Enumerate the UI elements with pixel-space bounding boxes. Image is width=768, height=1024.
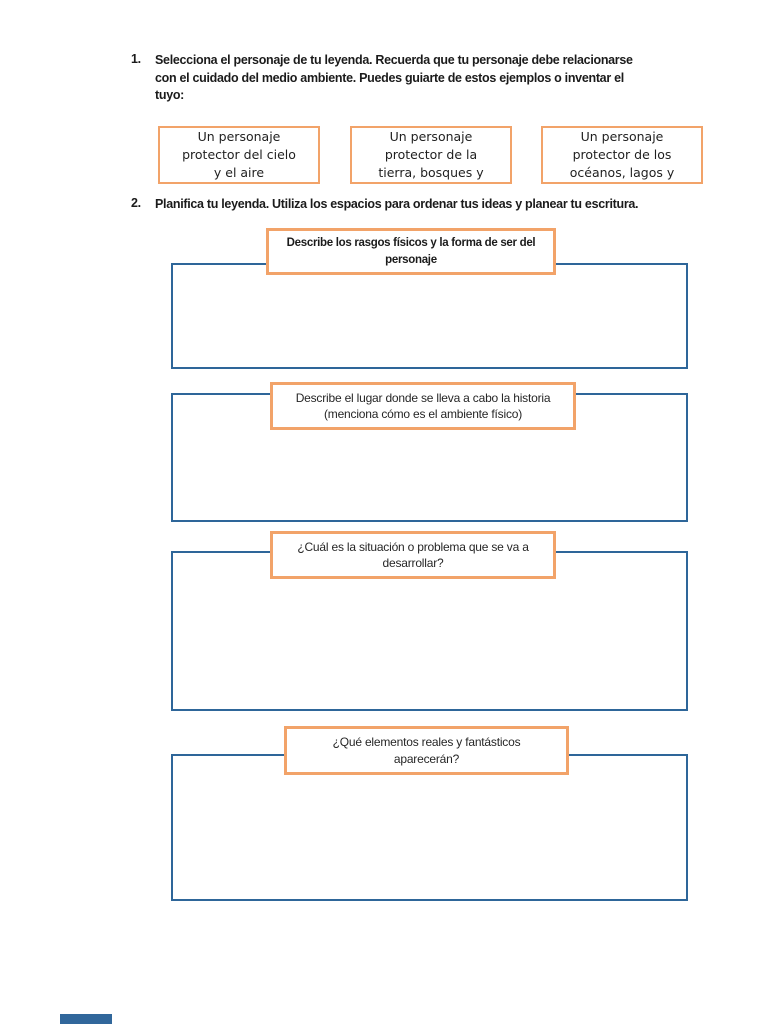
instruction-1-number: 1.: [131, 52, 141, 66]
instruction-2-number: 2.: [131, 196, 141, 210]
instruction-2: 2. Planifica tu leyenda. Utiliza los esp…: [131, 196, 745, 214]
instruction-1-text: Selecciona el personaje de tu leyenda. R…: [155, 53, 633, 102]
example-box-oceans-lakes: Un personaje protector de los océanos, l…: [541, 126, 703, 184]
section-label-problem: ¿Cuál es la situación o problema que se …: [270, 531, 556, 579]
section-label-real-fantastic-elements: ¿Qué elementos reales y fantásticos apar…: [284, 726, 569, 775]
section-label-setting: Describe el lugar donde se lleva a cabo …: [270, 382, 576, 430]
answer-box-real-fantastic-elements: [171, 754, 688, 901]
instruction-1: 1. Selecciona el personaje de tu leyenda…: [131, 52, 745, 105]
instruction-2-text: Planifica tu leyenda. Utiliza los espaci…: [155, 197, 639, 211]
next-page-box-sliver: [60, 1014, 112, 1024]
section-label-character-traits: Describe los rasgos físicos y la forma d…: [266, 228, 556, 275]
example-box-sky-air: Un personaje protector del cielo y el ai…: [158, 126, 320, 184]
example-box-earth-forests: Un personaje protector de la tierra, bos…: [350, 126, 512, 184]
answer-box-character-traits: [171, 263, 688, 369]
